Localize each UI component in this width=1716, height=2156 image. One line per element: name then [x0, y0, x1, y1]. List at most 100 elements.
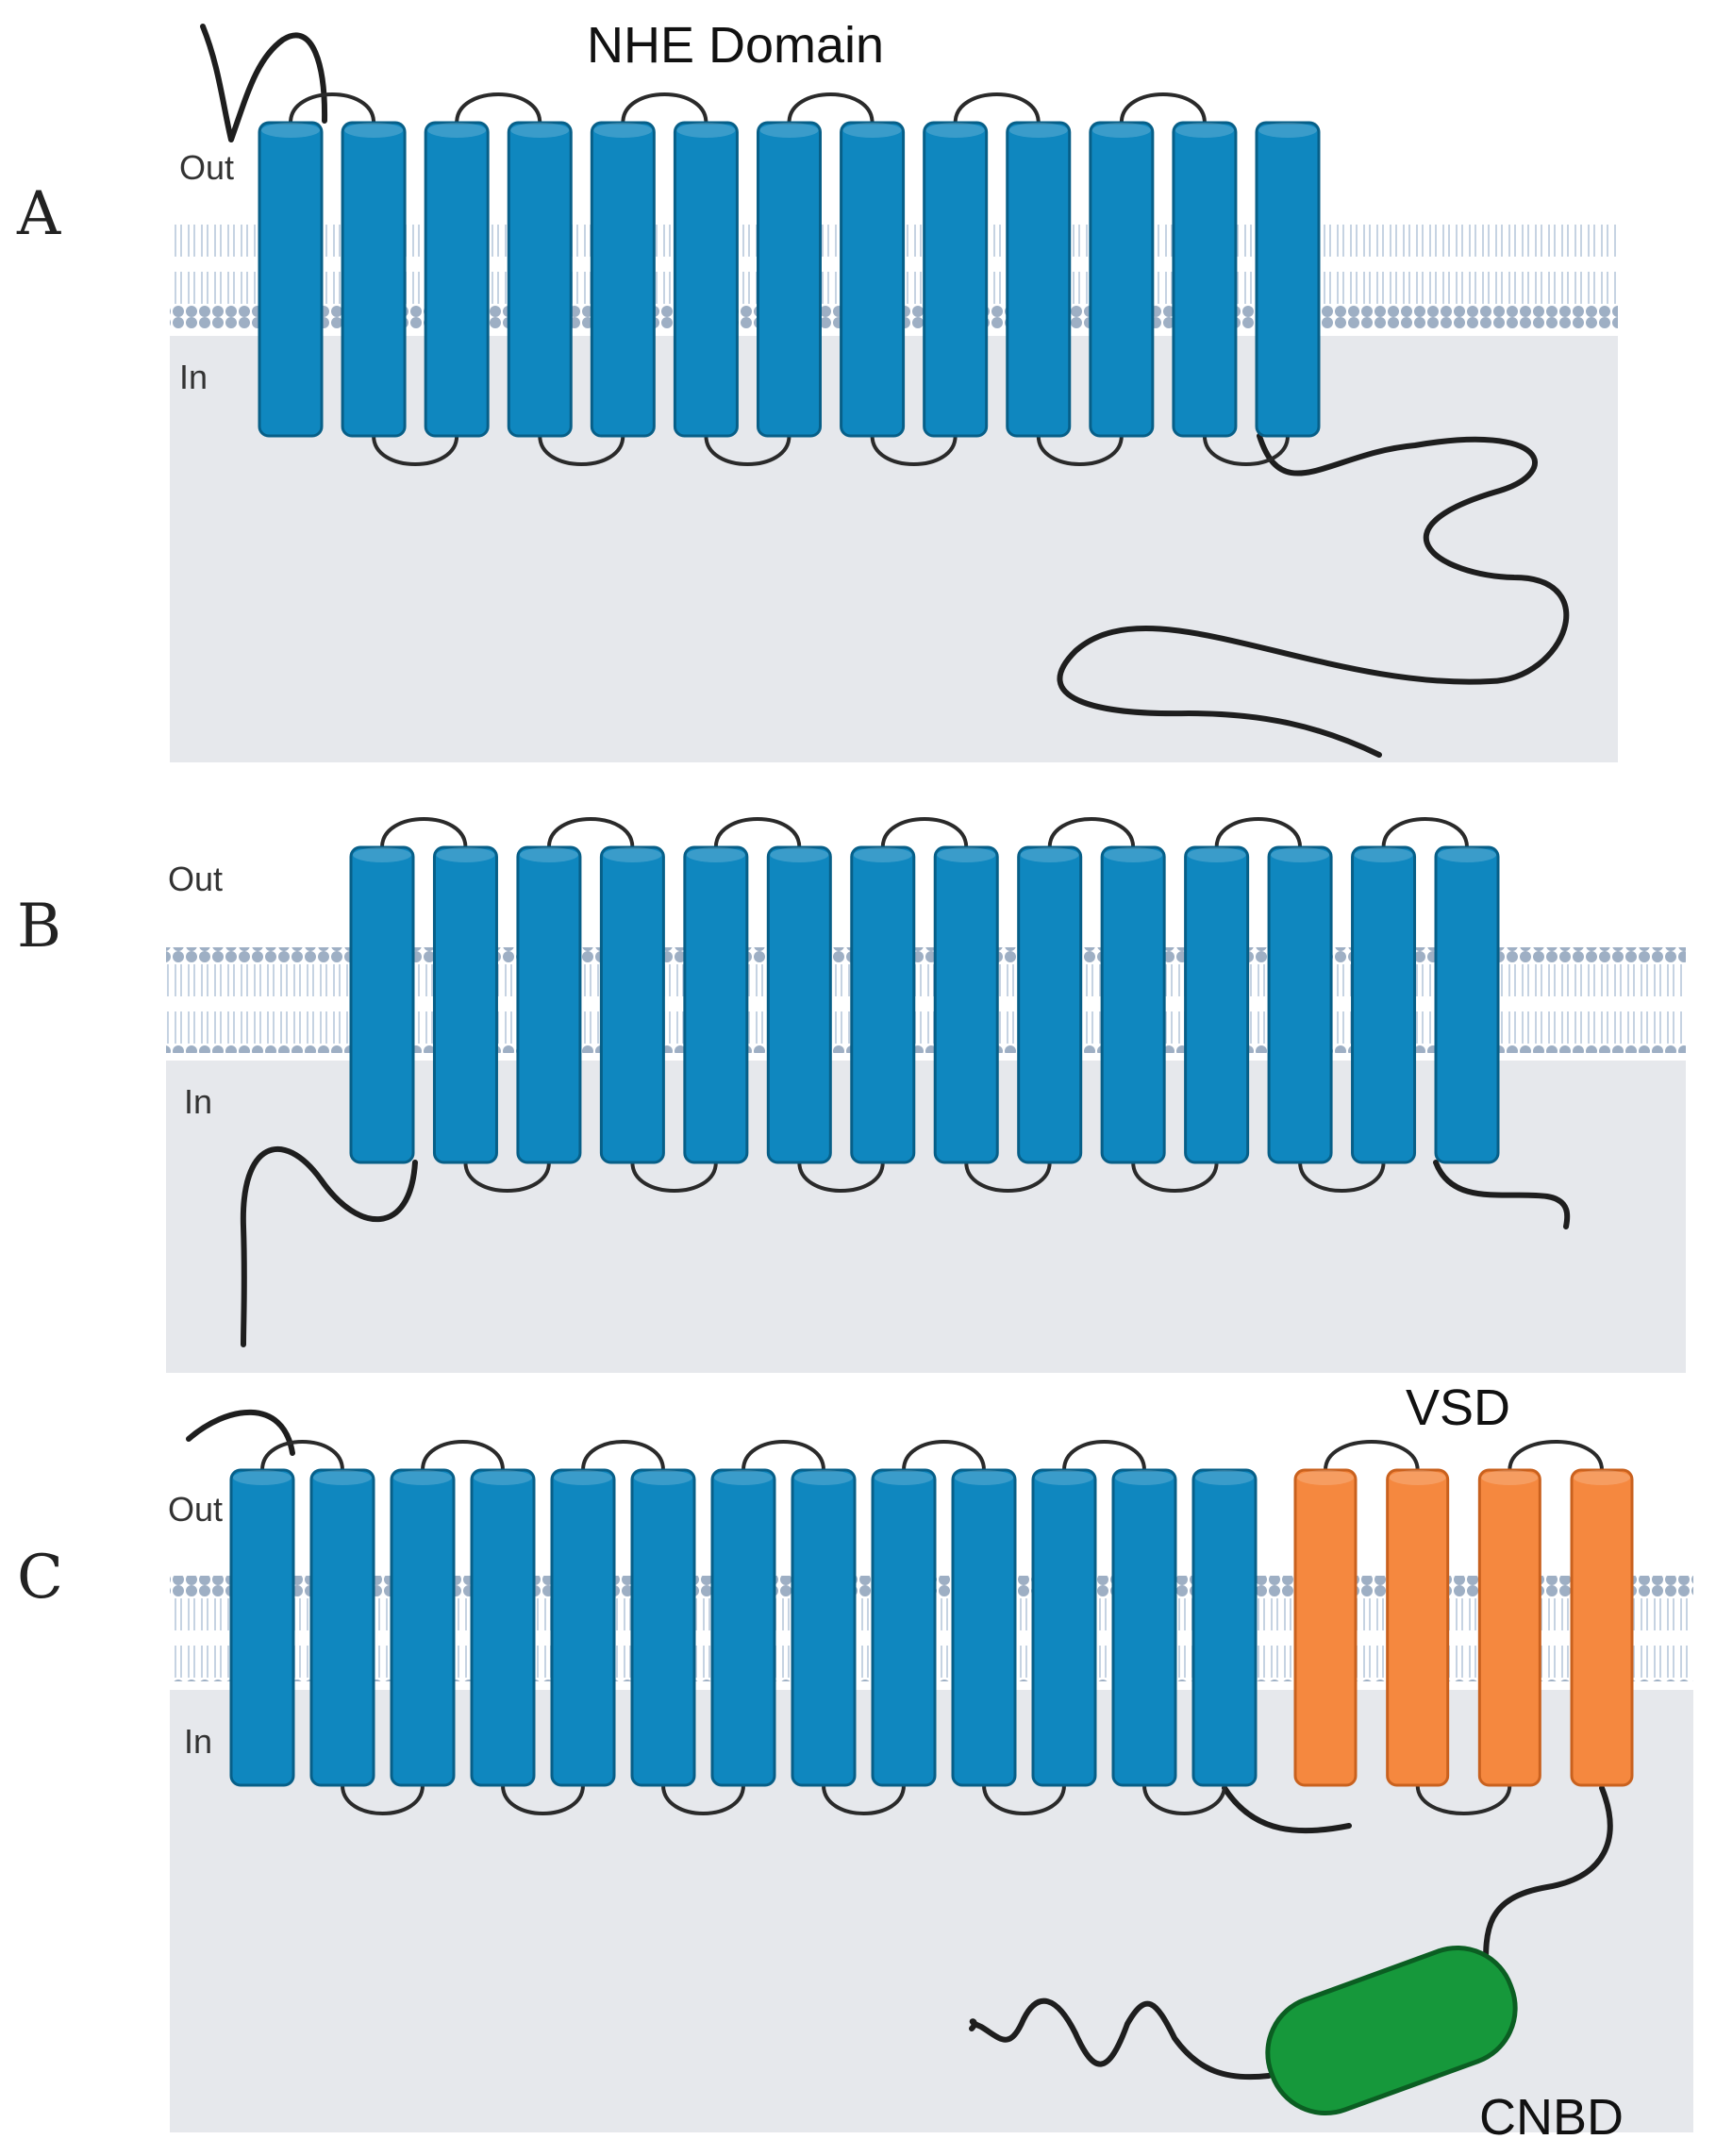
nhe-loop — [463, 1161, 551, 1193]
nhe-helix-icon — [1434, 845, 1500, 1164]
nhe-helix-icon — [757, 121, 822, 438]
panel-c-n-terminus — [186, 1409, 295, 1456]
panel-c: C Out In VSD CNBD — [17, 1379, 1693, 2146]
nhe-loop — [260, 1440, 344, 1472]
nhe-helix-icon — [258, 121, 324, 438]
panel-a-out-label: Out — [179, 148, 234, 187]
panel-b-n-terminus — [240, 1145, 418, 1347]
panel-c-vsd-helices — [1293, 1440, 1634, 1815]
nhe-loop — [902, 1440, 986, 1472]
nhe-helix-icon — [349, 845, 415, 1164]
nhe-helix-icon — [1191, 1468, 1258, 1787]
nhe-loop — [581, 1440, 665, 1472]
panel-a-c-terminus — [1057, 433, 1570, 758]
vsd-helix-icon — [1293, 1468, 1358, 1787]
panel-b-cytoplasm — [166, 1055, 1686, 1373]
nhe-helix-icon — [1100, 845, 1166, 1164]
panel-b-out-label: Out — [168, 860, 223, 898]
panel-c-vsd-label: VSD — [1406, 1379, 1510, 1436]
nhe-loop — [822, 1783, 906, 1815]
nhe-helix-icon — [1017, 845, 1083, 1164]
vsd-helix-icon — [1386, 1468, 1450, 1787]
vsd-loop — [1324, 1440, 1420, 1472]
nhe-loop — [341, 1783, 425, 1815]
panel-c-nhe-helices — [229, 1440, 1258, 1815]
panel-b: B Out In — [17, 817, 1686, 1373]
nhe-loop — [1036, 434, 1124, 466]
nhe-helix-icon — [432, 845, 498, 1164]
nhe-helix-icon — [630, 1468, 696, 1787]
nhe-helix-icon — [516, 845, 582, 1164]
nhe-helix-icon — [424, 121, 490, 438]
panel-c-linker — [1222, 1785, 1352, 1834]
panel-c-in-label: In — [184, 1722, 212, 1761]
panel-b-bilayer — [166, 947, 1686, 1053]
panel-c-vsd-to-cnbd — [1482, 1785, 1613, 1984]
nhe-loop — [1142, 1783, 1226, 1815]
nhe-helix-icon — [1031, 1468, 1097, 1787]
nhe-loop — [880, 817, 969, 849]
nhe-loop — [455, 92, 542, 125]
nhe-helix-icon — [390, 1468, 456, 1787]
panel-c-cnbd-label: CNBD — [1479, 2089, 1624, 2146]
nhe-helix-icon — [470, 1468, 536, 1787]
nhe-helix-icon — [933, 845, 999, 1164]
nhe-helix-icon — [1351, 845, 1417, 1164]
nhe-loop — [661, 1783, 745, 1815]
panel-a: A Out In NHE Domain — [16, 17, 1618, 762]
nhe-loop — [1119, 92, 1207, 125]
panel-a-nhe-helices — [258, 92, 1321, 466]
nhe-helix-icon — [923, 121, 989, 438]
nhe-loop — [953, 92, 1041, 125]
nhe-loop — [380, 817, 468, 849]
nhe-helix-icon — [850, 845, 916, 1164]
panel-b-letter: B — [17, 892, 61, 961]
nhe-loop — [621, 92, 708, 125]
nhe-loop — [501, 1783, 585, 1815]
nhe-helix-icon — [673, 121, 739, 438]
nhe-helix-icon — [1267, 845, 1333, 1164]
nhe-helix-icon — [791, 1468, 857, 1787]
nhe-loop — [713, 817, 802, 849]
panel-b-in-label: In — [184, 1082, 212, 1121]
nhe-loop — [538, 434, 625, 466]
nhe-helix-icon — [766, 845, 832, 1164]
nhe-helix-icon — [951, 1468, 1017, 1787]
nhe-helix-icon — [1089, 121, 1155, 438]
nhe-helix-icon — [341, 121, 407, 438]
nhe-helix-icon — [1184, 845, 1250, 1164]
nhe-loop — [630, 1161, 718, 1193]
nhe-loop — [1062, 1440, 1146, 1472]
nhe-loop — [289, 92, 376, 125]
nhe-helix-icon — [1255, 121, 1321, 438]
nhe-helix-icon — [550, 1468, 616, 1787]
nhe-helix-icon — [840, 121, 906, 438]
nhe-helix-icon — [590, 121, 656, 438]
panel-c-letter: C — [17, 1543, 63, 1613]
nhe-loop — [372, 434, 459, 466]
nhe-helix-icon — [1172, 121, 1238, 438]
panel-a-domain-label: NHE Domain — [587, 17, 884, 74]
nhe-loop — [1381, 817, 1469, 849]
nhe-loop — [421, 1440, 505, 1472]
nhe-loop — [1131, 1161, 1219, 1193]
panel-a-n-terminus — [200, 24, 328, 142]
nhe-helix-icon — [683, 845, 749, 1164]
vsd-loop — [1415, 1783, 1512, 1815]
nhe-loop — [787, 92, 875, 125]
nhe-helix-icon — [1006, 121, 1072, 438]
vsd-loop — [1508, 1440, 1604, 1472]
nhe-loop — [797, 1161, 885, 1193]
vsd-helix-icon — [1570, 1468, 1634, 1787]
nhe-loop — [870, 434, 958, 466]
nhe-loop — [704, 434, 791, 466]
nhe-loop — [1214, 817, 1303, 849]
nhe-helix-icon — [229, 1468, 295, 1787]
panel-c-out-label: Out — [168, 1490, 223, 1529]
nhe-loop — [982, 1783, 1066, 1815]
nhe-loop — [1298, 1161, 1386, 1193]
nhe-helix-icon — [871, 1468, 937, 1787]
panel-a-in-label: In — [179, 358, 208, 396]
nhe-helix-icon — [1111, 1468, 1177, 1787]
